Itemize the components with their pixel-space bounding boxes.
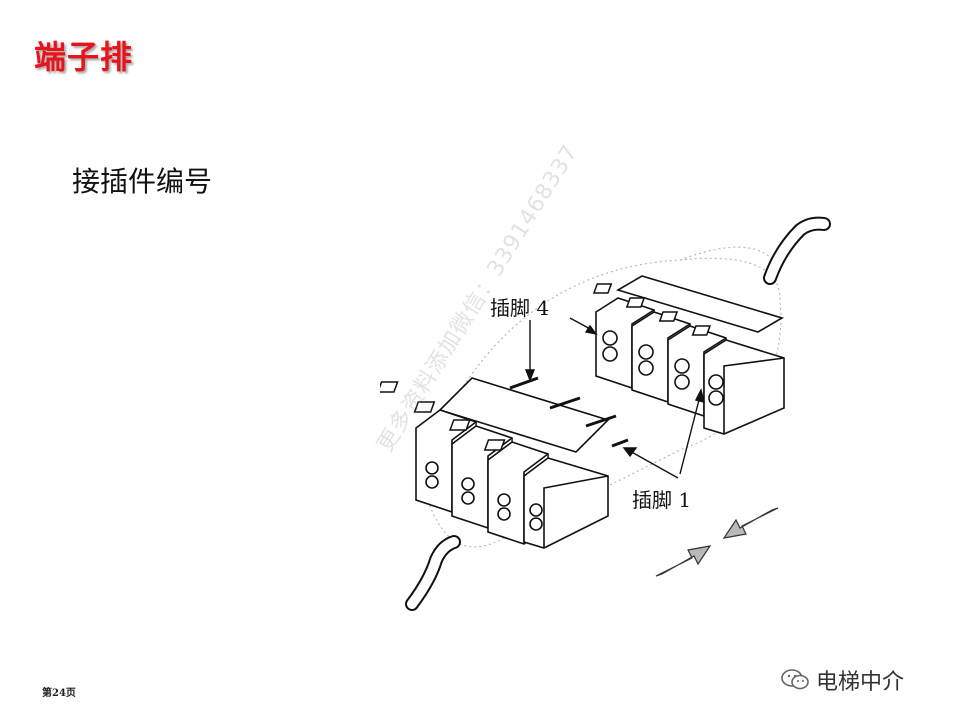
slide-title: 端子排 — [34, 38, 134, 76]
label-pin-4: 插脚 4 — [490, 296, 550, 320]
arrow-left-down-icon — [722, 507, 779, 539]
terminal-block-front — [380, 376, 629, 549]
arrow-right-up-icon — [655, 545, 712, 577]
brand-mark: 电梯中介 — [780, 664, 904, 696]
label-pin-1: 插脚 1 — [632, 488, 692, 512]
slide-subtitle: 接插件编号 — [72, 165, 213, 198]
brand-name: 电梯中介 — [816, 670, 905, 695]
wechat-icon — [781, 669, 809, 690]
terminal-block-illustration — [380, 150, 940, 630]
page-number: 第24页 — [42, 688, 76, 699]
leader-lines — [524, 317, 705, 479]
terminal-block-back — [592, 275, 785, 435]
join-arrows — [655, 507, 779, 577]
